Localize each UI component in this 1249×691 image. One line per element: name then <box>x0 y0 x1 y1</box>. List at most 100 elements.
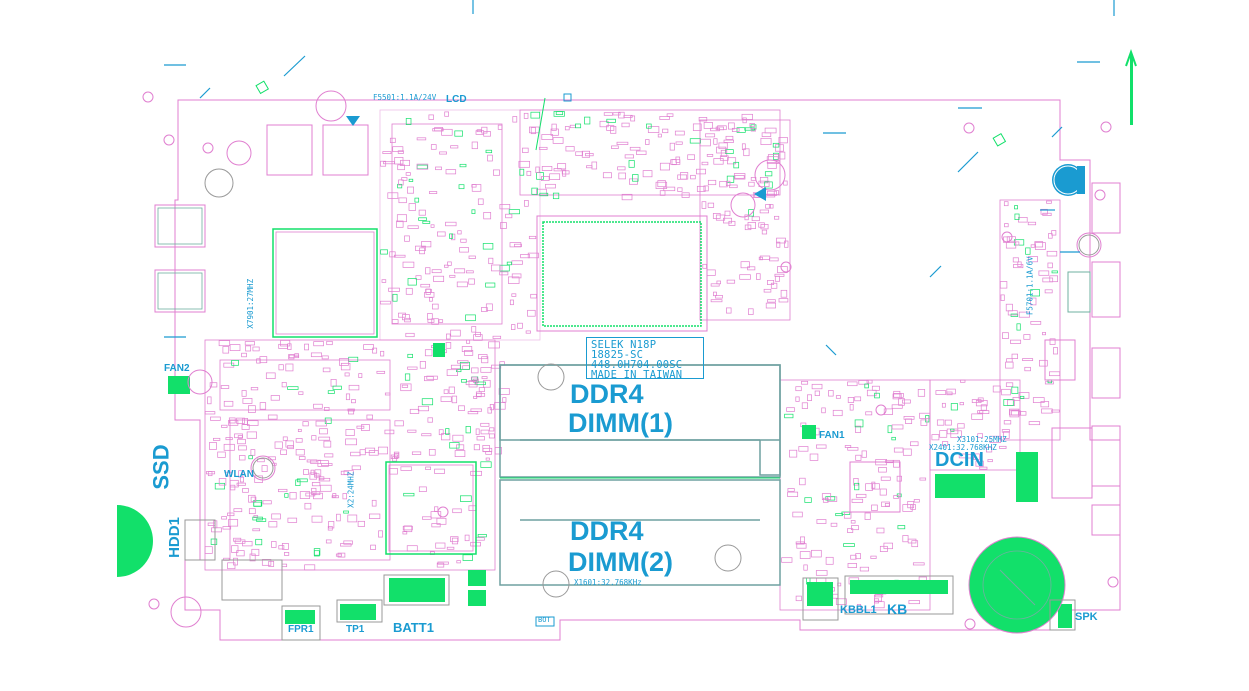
passive-component <box>960 379 966 383</box>
passive-component <box>696 185 706 192</box>
passive-component <box>703 122 713 129</box>
passive-component <box>403 525 413 533</box>
passive-component <box>229 344 241 351</box>
passive-component <box>713 138 718 145</box>
passive-component <box>689 138 701 144</box>
passive-component <box>767 280 775 285</box>
passive-component <box>261 465 268 472</box>
passive-component <box>419 361 426 369</box>
passive-component <box>324 407 330 411</box>
passive-component <box>636 150 647 155</box>
passive-component <box>475 391 482 398</box>
passive-component <box>1030 321 1042 325</box>
passive-component <box>581 150 590 158</box>
passive-component <box>210 538 218 545</box>
passive-component <box>629 178 638 185</box>
passive-component <box>256 358 261 364</box>
passive-component <box>327 526 333 531</box>
passive-component <box>427 417 433 423</box>
passive-component <box>394 157 404 165</box>
passive-component <box>630 115 636 122</box>
passive-component <box>407 366 418 370</box>
crystal-25mhz-label: X3101:25MHZ <box>957 435 1007 444</box>
batt-connector <box>389 578 445 602</box>
passive-component <box>296 478 308 483</box>
passive-component <box>401 177 408 181</box>
passive-component <box>340 362 351 371</box>
passive-component <box>907 501 915 509</box>
passive-component <box>864 383 869 389</box>
passive-component <box>271 541 277 548</box>
passive-component <box>405 287 413 295</box>
pch-chip <box>385 461 477 555</box>
passive-component <box>396 214 407 223</box>
passive-component <box>1014 213 1020 220</box>
passive-component <box>853 478 859 486</box>
passive-component <box>795 595 802 602</box>
passive-component <box>878 467 887 473</box>
wlan-label: WLAN <box>224 469 254 480</box>
passive-component <box>1038 270 1050 276</box>
passive-component <box>621 193 633 201</box>
hdd-arc <box>117 505 153 577</box>
passive-component <box>480 367 492 373</box>
passive-component <box>389 251 396 258</box>
passive-component <box>370 544 376 550</box>
passive-component <box>787 488 795 492</box>
passive-component <box>525 330 531 334</box>
passive-component <box>343 540 353 545</box>
passive-component <box>1018 217 1028 223</box>
passive-component <box>727 157 737 165</box>
passive-component <box>462 554 473 561</box>
passive-component <box>705 133 716 138</box>
passive-component <box>271 513 281 520</box>
passive-component <box>483 212 492 220</box>
passive-component <box>1003 420 1012 425</box>
passive-component <box>1012 257 1019 263</box>
passive-component <box>599 120 609 128</box>
passive-component <box>1028 421 1041 426</box>
passive-component <box>681 192 690 198</box>
passive-component <box>450 329 461 337</box>
passive-component <box>865 483 873 491</box>
passive-component <box>1025 247 1031 255</box>
passive-component <box>618 172 626 180</box>
passive-component <box>207 396 212 405</box>
passive-component <box>400 466 412 471</box>
kbbl-connector <box>807 582 833 606</box>
passive-component <box>891 436 896 441</box>
kbbl-label: KBBL1 <box>840 604 877 616</box>
passive-component <box>420 283 431 288</box>
passive-component <box>288 354 295 360</box>
passive-component <box>241 390 247 397</box>
passive-component <box>481 356 489 364</box>
passive-component <box>430 224 435 228</box>
passive-component <box>391 319 399 324</box>
passive-component <box>999 281 1008 289</box>
passive-component <box>541 166 553 171</box>
passive-component <box>760 224 769 230</box>
passive-component <box>1014 205 1018 210</box>
passive-component <box>624 154 634 159</box>
passive-component <box>523 112 529 119</box>
passive-component <box>509 242 522 248</box>
passive-component <box>204 411 216 415</box>
passive-component <box>564 126 570 131</box>
green-trace <box>535 97 546 151</box>
passive-component <box>324 417 332 424</box>
passive-component <box>429 191 438 194</box>
passive-component <box>759 209 769 214</box>
passive-component <box>439 151 447 155</box>
passive-component <box>241 352 247 358</box>
passive-component <box>611 145 619 149</box>
passive-component <box>530 111 540 119</box>
passive-component <box>883 408 893 415</box>
passive-component <box>830 522 838 527</box>
passive-component <box>287 343 292 350</box>
passive-component <box>1007 310 1018 316</box>
passive-component <box>553 111 565 117</box>
passive-component <box>765 204 771 209</box>
passive-component <box>280 449 287 455</box>
passive-component <box>485 303 493 311</box>
passive-component <box>555 111 564 115</box>
